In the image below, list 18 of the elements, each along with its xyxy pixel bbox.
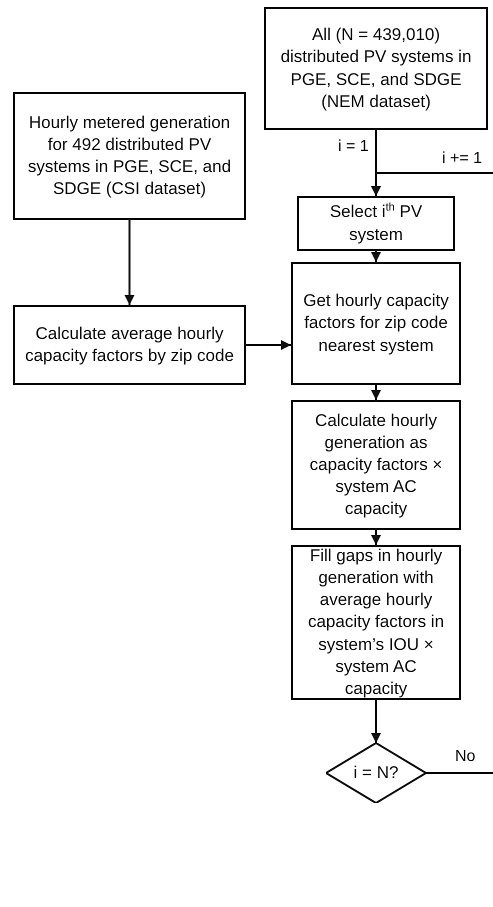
edge-label: i = 1 — [338, 138, 369, 156]
edge-label: No — [455, 748, 476, 766]
process-box: All (N = 439,010) distributed PV systems in PGE, SCE, and SDGE (NEM dataset) — [264, 7, 488, 130]
edge-label: i += 1 — [442, 150, 482, 168]
arrow — [246, 340, 291, 350]
process-box: Calculate average hourly capacity factors by zip code — [13, 305, 246, 385]
arrow — [124, 220, 134, 305]
process-box: Fill gaps in hourly generation with average hourly capacity factors in system’s IOU × system AC capacity — [291, 545, 461, 700]
arrow — [371, 530, 381, 545]
process-box: Hourly metered generation for 492 distributed PV systems in PGE, SCE, and SDGE (CSI dataset) — [13, 92, 246, 220]
process-box: Select i$^{th}$ PV system — [297, 196, 455, 251]
arrow — [371, 172, 493, 196]
arrow — [371, 385, 381, 400]
decision-diamond: i = N? — [326, 743, 426, 803]
arrow — [371, 251, 381, 262]
arrow — [371, 700, 381, 743]
process-box: Get hourly capacity factors for zip code nearest system — [291, 262, 461, 385]
process-box: Calculate hourly generation as capacity factors × system AC capacity — [291, 400, 461, 530]
